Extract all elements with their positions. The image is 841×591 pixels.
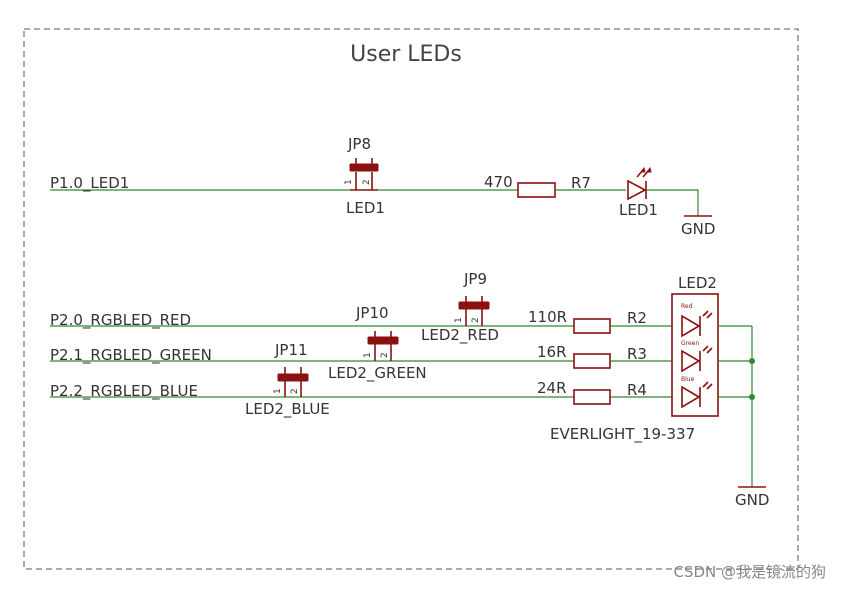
led1-diode-icon [627,166,652,201]
jp10-pin2: 2 [380,352,390,358]
resistor-r7 [517,182,556,198]
led2-green-diode-icon: Green [681,340,713,373]
jumper-jp9: 1 2 [454,296,490,326]
resistor-r4 [573,389,611,405]
led2-red-label: Red [681,303,693,310]
r7-value: 470 [484,173,513,191]
led1-ref: LED1 [619,201,658,219]
led2-part: EVERLIGHT_19-337 [550,425,695,444]
net-label-p21: P2.1_RGBLED_GREEN [50,346,212,365]
jp10-pin1: 1 [363,352,373,358]
r3-ref: R3 [627,345,647,363]
led2-package [671,293,719,417]
jp11-pin1: 1 [273,388,283,394]
jp8-pin2: 2 [362,179,372,185]
r4-ref: R4 [627,381,647,399]
gnd-label-2: GND [735,491,769,509]
net-label-p10: P1.0_LED1 [50,174,129,193]
jp9-pin2: 2 [471,317,481,323]
jumper-jp11: 1 2 [273,367,309,397]
jp11-ref: JP11 [274,341,308,359]
jp8-value: LED1 [346,199,385,217]
led2-blue-label: Blue [681,376,695,383]
led2-blue-diode-icon: Blue [681,376,713,409]
jp9-pin1: 1 [454,317,464,323]
jp10-value: LED2_GREEN [328,364,427,383]
gnd-label-1: GND [681,220,715,238]
jp10-ref: JP10 [355,304,389,322]
jp9-ref: JP9 [463,270,487,288]
resistor-r2 [573,318,611,334]
sheet-frame [23,28,799,570]
r2-ref: R2 [627,309,647,327]
jp11-pin2: 2 [290,388,300,394]
net-label-p22: P2.2_RGBLED_BLUE [50,382,198,401]
led2-ref: LED2 [678,274,717,292]
led2-red-diode-icon: Red [681,303,713,338]
resistor-r3 [573,353,611,369]
net-label-p20: P2.0_RGBLED_RED [50,311,191,330]
r3-value: 16R [537,343,567,361]
r4-value: 24R [537,379,567,397]
led2-green-label: Green [681,340,699,347]
watermark: CSDN @我是镜流的狗 [673,563,826,581]
wire-led1-gnd [647,189,699,216]
jumper-jp10: 1 2 [363,331,399,361]
r2-value: 110R [528,308,567,326]
junction-dot [749,358,755,364]
jp8-ref: JP8 [347,135,371,153]
jp11-value: LED2_BLUE [245,400,330,419]
jp8-pin1: 1 [344,179,354,185]
jp9-value: LED2_RED [421,326,499,345]
sheet-title: User LEDs [350,42,462,67]
jumper-jp8: 1 2 [344,158,379,191]
junction-dot [749,394,755,400]
r7-ref: R7 [571,174,591,192]
